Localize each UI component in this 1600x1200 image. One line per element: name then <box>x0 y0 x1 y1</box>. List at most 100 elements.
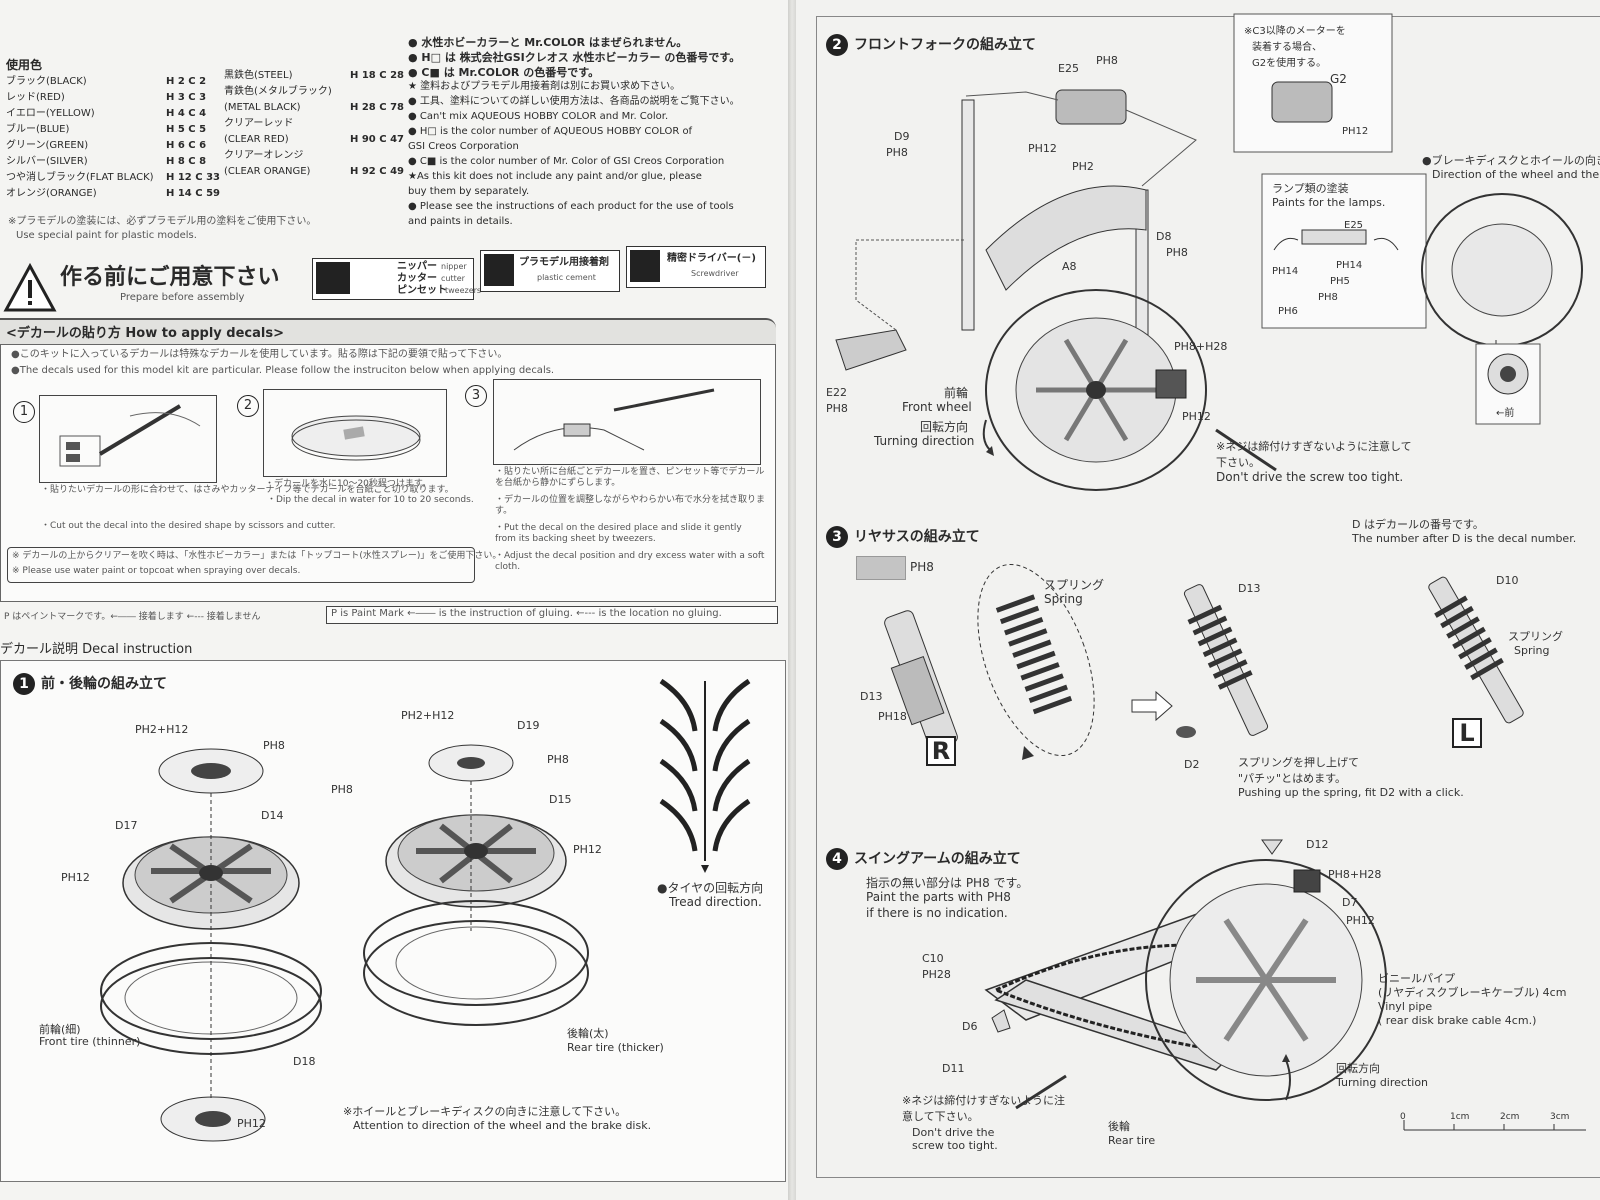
push-spring-jp: スプリングを押し上げて <box>1238 756 1359 769</box>
part-label: D12 <box>1306 838 1329 851</box>
color-name: ブラック(BLACK) <box>6 76 87 87</box>
screwdriver-icon <box>630 250 660 282</box>
decal-number-jp: D はデカールの番号です。 <box>1352 518 1484 531</box>
water-paint-note: ※ デカールの上からクリアーを吹く時は、「水性ホビーカラー」または「トップコート… <box>7 547 501 583</box>
part-label: PH8 <box>547 753 569 766</box>
part-label: D19 <box>517 719 540 732</box>
color-note: ● 水性ホビーカラーと Mr.COLOR はまぜられません。 <box>408 36 688 49</box>
color-name: グリーン(GREEN) <box>6 140 89 151</box>
part-label: D10 <box>1496 574 1519 587</box>
color-name: クリアーレッド <box>224 118 294 129</box>
step1-wheels-illustration <box>100 678 751 1142</box>
tread-en: Tread direction. <box>669 895 762 909</box>
lamp-label: PH14 <box>1272 266 1299 277</box>
front-wheel-en: Front wheel <box>902 400 972 414</box>
part-label: D14 <box>261 809 284 822</box>
part-label: PH18 <box>878 710 907 723</box>
color-name: クリアーオレンジ <box>224 150 304 161</box>
lamp-label: E25 <box>1344 220 1364 231</box>
part-label: PH8 <box>331 783 353 796</box>
part-label: PH28 <box>922 968 951 981</box>
color-code: H 4 C 4 <box>166 108 207 119</box>
push-spring-jp2: "パチッ"とはめます。 <box>1238 772 1347 785</box>
decal-step-1-num: 1 <box>13 401 35 423</box>
meter-note-2: 装着する場合、 <box>1252 42 1322 53</box>
part-label: PH8 <box>263 739 285 752</box>
right-side-marker: R <box>926 736 956 766</box>
color-code: H 3 C 3 <box>166 92 207 103</box>
part-label: E25 <box>1058 62 1079 75</box>
tread-jp: ●タイヤの回転方向 <box>657 881 764 895</box>
part-label: PH8 <box>1166 246 1188 259</box>
step4-note-en1: Paint the parts with PH8 <box>866 890 1011 904</box>
part-label: D6 <box>962 1020 978 1033</box>
color-note: ● C■ は Mr.COLOR の色番号です。 <box>408 66 600 79</box>
part-label: PH12 <box>237 1117 266 1130</box>
lamp-label: PH14 <box>1336 260 1363 271</box>
color-code: H 2 C 2 <box>166 76 207 87</box>
color-code: H 90 C 47 <box>350 134 404 145</box>
meter-g2-label: G2 <box>1330 72 1347 86</box>
attention-en: Attention to direction of the wheel and … <box>353 1119 652 1132</box>
decals-box: ●このキットに入っているデカールは特殊なデカールを使用しています。貼る際は下記の… <box>0 344 776 602</box>
legend-en-box: P is Paint Mark ←―― is the instruction o… <box>326 606 778 624</box>
scale-label: 3cm <box>1550 1112 1570 1122</box>
color-note: ● 工具、塗料についての詳しい使用方法は、各商品の説明をご覧下さい。 <box>408 96 740 107</box>
front-tire-en: Front tire (thinner) <box>39 1035 141 1048</box>
colors-header: 使用色 <box>6 58 43 72</box>
lamp-label: PH8 <box>1318 292 1338 303</box>
turning-en: Turning direction <box>874 434 975 448</box>
screw-note-en-4: Don't drive the screw too tight. <box>912 1126 998 1152</box>
rear-tire-en-4: Rear tire <box>1108 1134 1156 1147</box>
tool-nipper-cutter-tweezers: ニッパー nipper カッター cutter ピンセット tweezers <box>312 258 481 300</box>
part-label: PH8 <box>826 402 848 415</box>
part-label: PH2 <box>1072 160 1094 173</box>
right-page-frame <box>816 16 1600 1178</box>
decal-step-3-num: 3 <box>465 385 487 407</box>
color-code: H 28 C 78 <box>350 102 404 113</box>
color-name: オレンジ(ORANGE) <box>6 188 97 199</box>
color-name: (METAL BLACK) <box>224 102 301 113</box>
step2-front-fork-illustration <box>835 13 1583 491</box>
screw-note-jp-4: ※ネジは締付けすぎないように注意して下さい。 <box>902 1094 1065 1123</box>
brake-direction-en: Direction of the wheel and the brake dis… <box>1432 168 1600 181</box>
prepare-title: 作る前にご用意下さい <box>60 265 280 290</box>
part-label: PH12 <box>1028 142 1057 155</box>
vinyl-jp2: (リヤディスクブレーキケーブル) 4cm <box>1378 986 1567 999</box>
color-code: H 92 C 49 <box>350 166 404 177</box>
decal-step-2-illustration <box>263 389 447 477</box>
part-label: D9 <box>894 130 910 143</box>
decal-step-1-illustration <box>39 395 217 483</box>
color-name: (CLEAR RED) <box>224 134 289 145</box>
color-note: ★As this kit does not include any paint … <box>408 171 702 182</box>
step4-note-jp: 指示の無い部分は PH8 です。 <box>866 876 1029 890</box>
color-name: (CLEAR ORANGE) <box>224 166 311 177</box>
rear-tire-jp-4: 後輪 <box>1108 1120 1130 1133</box>
color-code: H 6 C 6 <box>166 140 207 151</box>
tool-plastic-cement: プラモデル用接着剤 plastic cement <box>480 250 620 292</box>
lamp-label: PH6 <box>1278 306 1298 317</box>
page-gutter <box>788 0 798 1200</box>
meter-note-3: G2を使用する。 <box>1252 58 1327 69</box>
step4-swingarm-illustration <box>984 839 1586 1131</box>
warning-icon <box>3 262 57 312</box>
spring-en-l: Spring <box>1514 644 1550 657</box>
color-note: ● Can't mix AQUEOUS HOBBY COLOR and Mr. … <box>408 111 669 122</box>
part-label: D7 <box>1342 896 1358 909</box>
part-label: D8 <box>1156 230 1172 243</box>
color-note: buy them by separately. <box>408 186 530 197</box>
tools-icon <box>316 262 350 294</box>
part-label: D13 <box>1238 582 1261 595</box>
part-label: C10 <box>922 952 944 965</box>
color-code: H 5 C 5 <box>166 124 207 135</box>
decals-tab: <デカールの貼り方 How to apply decals> <box>0 318 776 346</box>
part-label: D2 <box>1184 758 1200 771</box>
color-note: ● Please see the instructions of each pr… <box>408 201 734 212</box>
decal-number-en: The number after D is the decal number. <box>1352 532 1577 545</box>
part-label: D15 <box>549 793 572 806</box>
lamps-jp: ランプ類の塗装 <box>1272 182 1349 195</box>
color-code: H 8 C 8 <box>166 156 207 167</box>
